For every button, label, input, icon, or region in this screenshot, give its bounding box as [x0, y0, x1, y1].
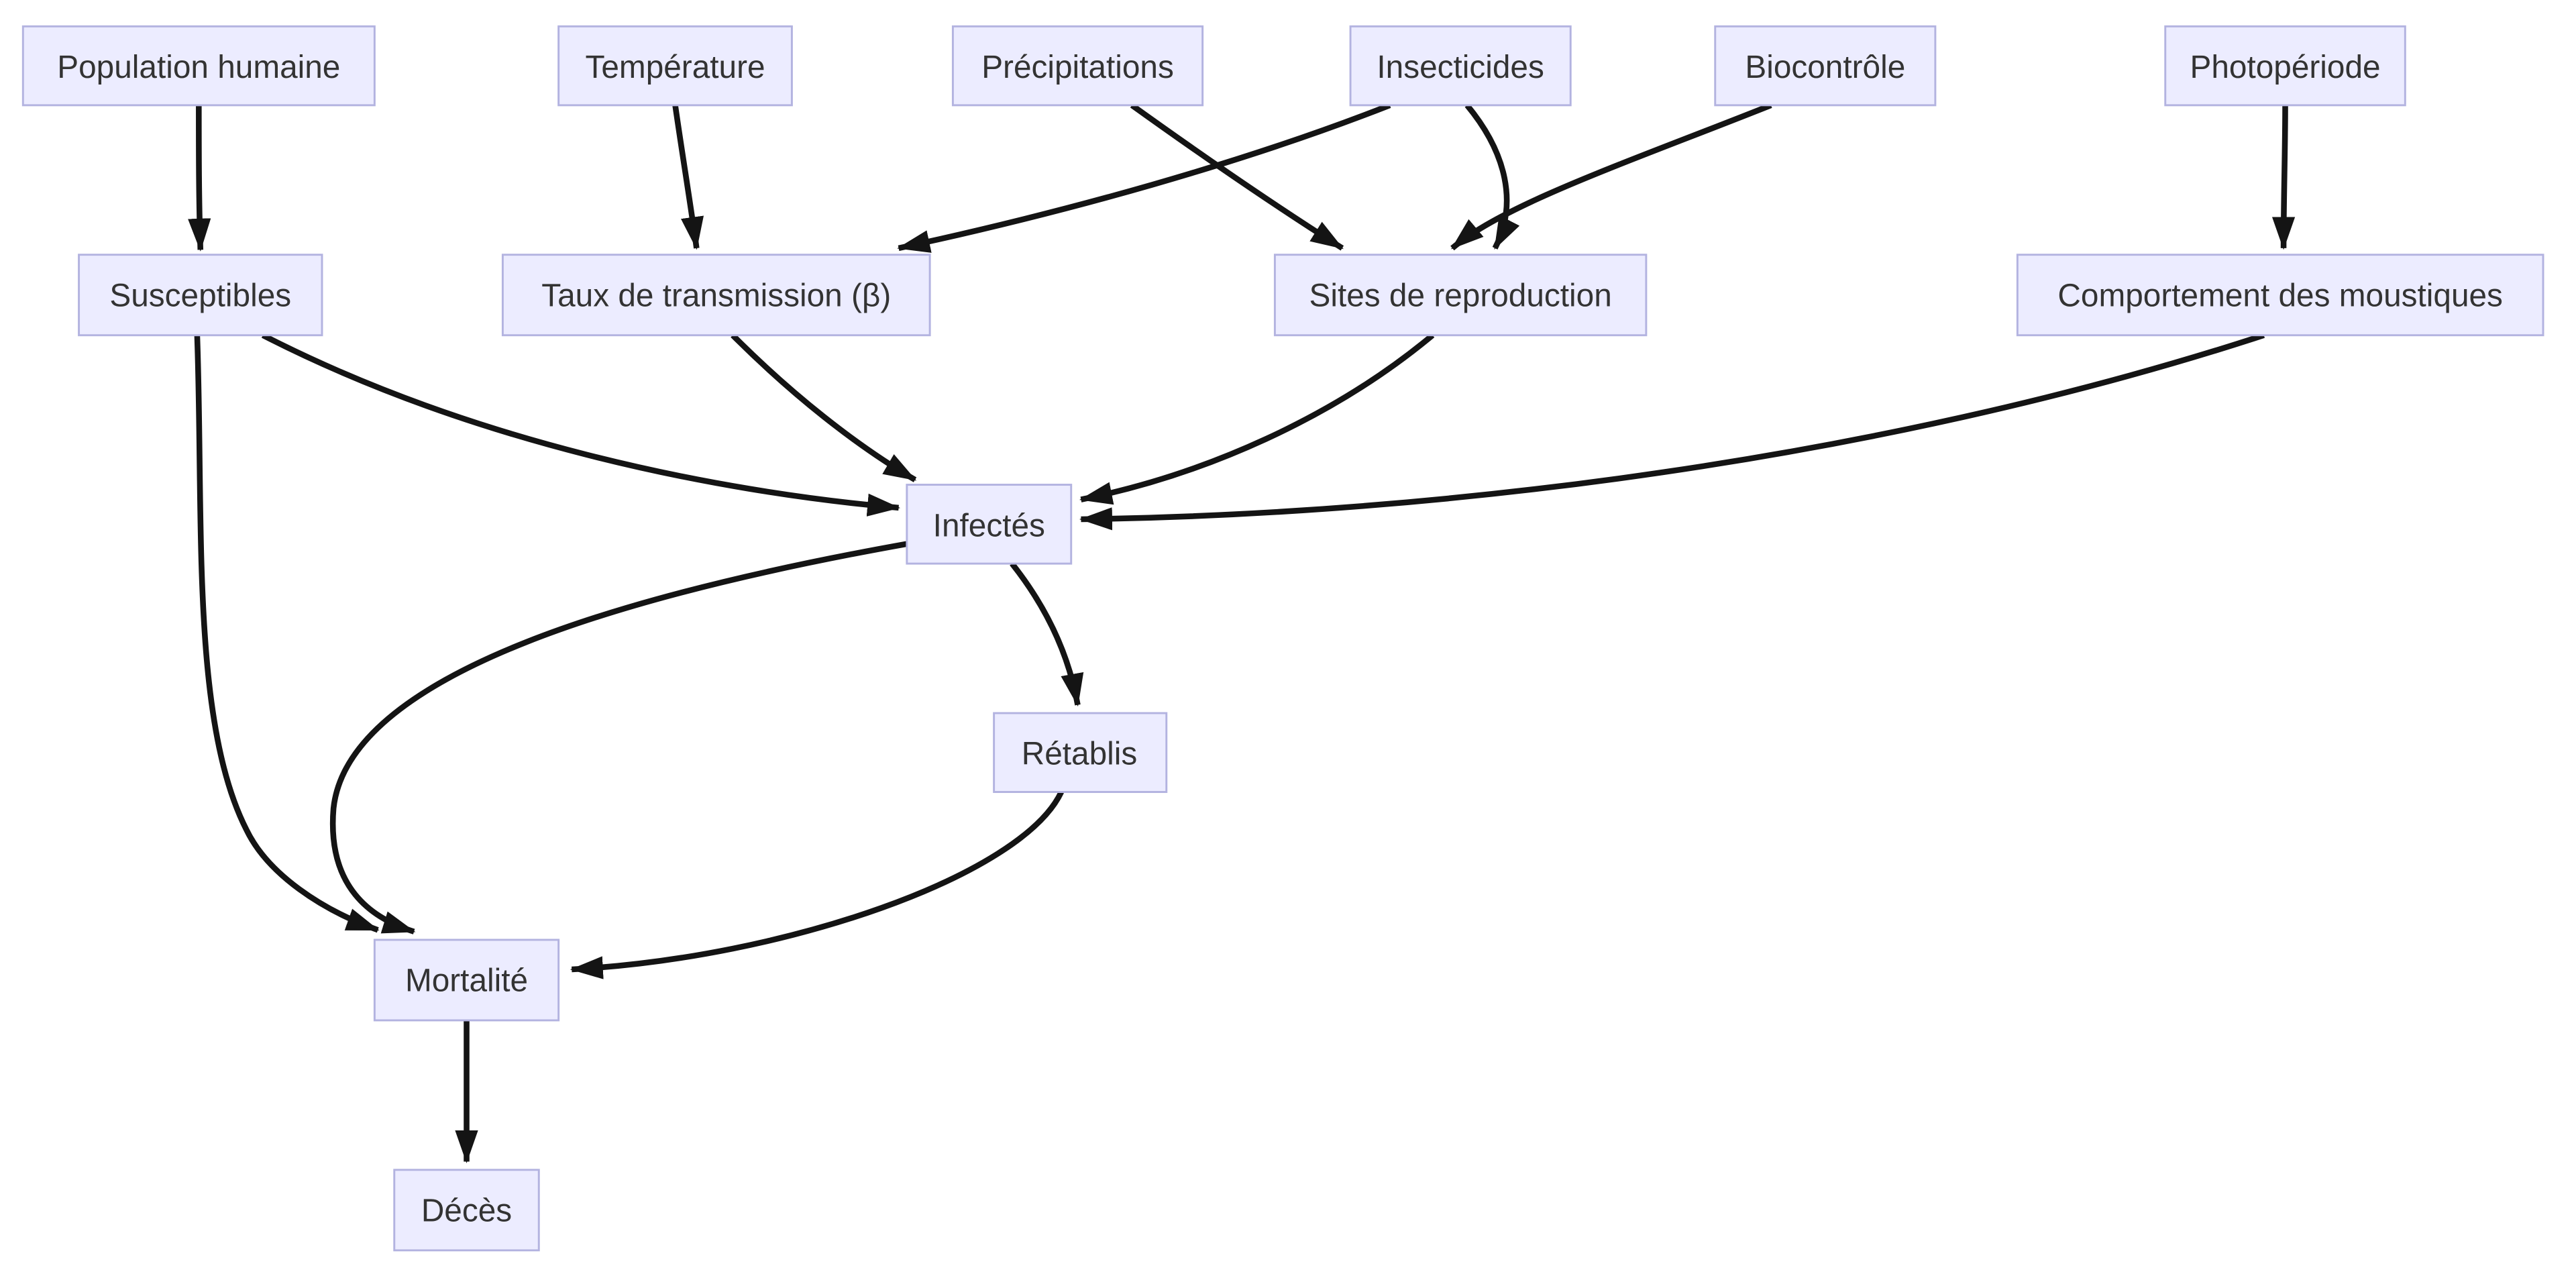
node-sites-reproduction-label: Sites de reproduction [1309, 278, 1612, 313]
node-infectes: Infectés [906, 484, 1073, 565]
edge-comportement-moustiques-to-infectes [1079, 332, 2265, 531]
node-retablis-label: Rétablis [1022, 737, 1138, 772]
node-precipitations-box [951, 25, 1204, 107]
node-layer: Population humaine Température Précipita… [21, 25, 2544, 1252]
node-precipitations-label: Précipitations [981, 50, 1174, 85]
edge-sites-reproduction-to-infectes [1079, 333, 1435, 505]
node-photoperiode-label: Photopériode [2190, 50, 2380, 85]
node-taux-transmission-label: Taux de transmission (β) [541, 278, 891, 313]
node-insecticides-box [1349, 25, 1572, 107]
node-deces-label: Décès [421, 1193, 512, 1229]
node-population-humaine-label: Population humaine [57, 50, 340, 85]
node-susceptibles-box [78, 254, 323, 337]
node-biocontrole-box [1714, 25, 1937, 107]
node-photoperiode: Photopériode [2164, 25, 2406, 107]
node-infectes-box [906, 484, 1073, 565]
node-deces: Décès [393, 1169, 540, 1252]
node-biocontrole-label: Biocontrôle [1745, 50, 1905, 85]
node-population-humaine: Population humaine [21, 25, 376, 107]
edge-insecticides-to-sites-reproduction [1464, 103, 1520, 250]
edge-population-humaine-to-susceptibles [188, 105, 211, 252]
node-susceptibles: Susceptibles [78, 254, 323, 337]
edge-retablis-to-mortalite [570, 790, 1064, 979]
node-temperature-label: Température [585, 50, 765, 85]
node-infectes-label: Infectés [933, 508, 1045, 543]
node-insecticides-label: Insecticides [1377, 50, 1544, 85]
node-taux-transmission-box [501, 254, 931, 337]
node-population-humaine-box [21, 25, 376, 107]
node-comportement-moustiques: Comportement des moustiques [2016, 254, 2544, 337]
node-photoperiode-box [2164, 25, 2406, 107]
node-taux-transmission: Taux de transmission (β) [501, 254, 931, 337]
node-sites-reproduction: Sites de reproduction [1273, 254, 1648, 337]
node-sites-reproduction-box [1273, 254, 1648, 337]
edge-biocontrole-to-sites-reproduction [1450, 102, 1772, 251]
edge-susceptibles-to-mortalite [194, 335, 380, 933]
node-retablis-box [993, 712, 1168, 793]
node-temperature: Température [557, 25, 793, 107]
node-temperature-box [557, 25, 793, 107]
edge-photoperiode-to-comportement-moustiques [2271, 105, 2296, 250]
node-precipitations: Précipitations [951, 25, 1204, 107]
node-mortalite: Mortalité [373, 939, 560, 1022]
node-mortalite-label: Mortalité [405, 963, 528, 999]
edge-susceptibles-to-infectes [261, 332, 901, 517]
node-deces-box [393, 1169, 540, 1252]
node-insecticides: Insecticides [1349, 25, 1572, 107]
node-biocontrole: Biocontrôle [1714, 25, 1937, 107]
edge-infectes-to-retablis [1010, 562, 1084, 707]
edge-insecticides-to-taux-transmission [897, 102, 1391, 253]
edge-infectes-to-mortalite [329, 541, 908, 935]
edge-layer [188, 102, 2296, 1163]
edge-taux-transmission-to-infectes [731, 333, 917, 482]
node-retablis: Rétablis [993, 712, 1168, 793]
node-comportement-moustiques-label: Comportement des moustiques [2057, 278, 2503, 313]
node-susceptibles-label: Susceptibles [109, 278, 291, 313]
node-mortalite-box [373, 939, 560, 1022]
node-comportement-moustiques-box [2016, 254, 2544, 337]
edge-precipitations-to-sites-reproduction [1130, 103, 1344, 251]
edge-temperature-to-taux-transmission [672, 105, 704, 250]
